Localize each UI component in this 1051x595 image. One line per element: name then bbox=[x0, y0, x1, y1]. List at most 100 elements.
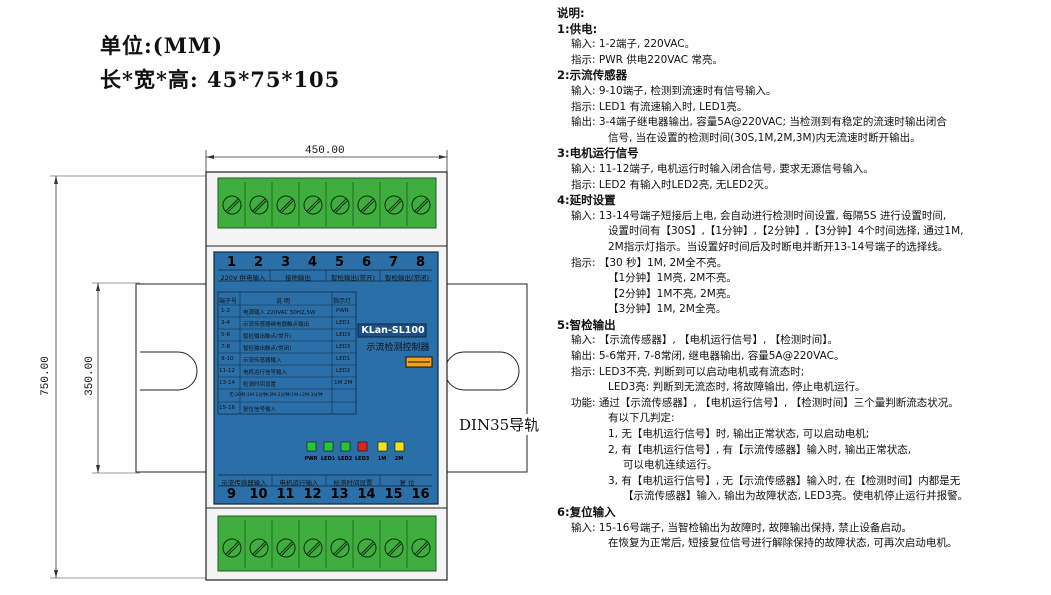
pin-12: 12 bbox=[303, 487, 322, 502]
led-2 bbox=[340, 441, 351, 452]
table-row-2-led: LED1 bbox=[336, 320, 351, 326]
section-4-line: 指示: 【30 秒】1M, 2M全不亮。 bbox=[571, 256, 728, 269]
section-2-line: 输入: 9-10端子, 检测到流速时有信号输入。 bbox=[571, 84, 777, 97]
led-label-1: LED1 bbox=[321, 456, 336, 462]
led-2m bbox=[394, 441, 405, 452]
led-label-2m: 2M bbox=[394, 456, 404, 462]
table-row-7-led: 1M 2M bbox=[334, 380, 353, 386]
section-5-line: LED3亮: 判断到无流态时, 将故障输出, 停止电机运行。 bbox=[608, 381, 866, 394]
led-label-2: LED2 bbox=[338, 456, 353, 462]
section-4-line: 【1分钟】1M亮, 2M不亮。 bbox=[608, 272, 737, 285]
section-5-line: 有以下几判定: bbox=[608, 412, 675, 425]
led-label-pwr: PWR bbox=[304, 456, 318, 462]
section-5-line: 1, 无【电机运行信号】时, 输出正常状态, 可以启动电机; bbox=[608, 428, 870, 441]
pin-6: 6 bbox=[361, 255, 372, 270]
section-4-line: 【3分钟】1M, 2M全亮。 bbox=[608, 303, 727, 316]
device-drawing bbox=[135, 171, 528, 581]
section-5-line: 输入: 【示流传感器】, 【电机运行信号】, 【检测时间】。 bbox=[571, 334, 838, 347]
description-title: 说明: bbox=[557, 6, 585, 20]
table-row-5-pin: 9-10 bbox=[221, 356, 234, 362]
section-3-line: 指示: LED2 有输入时LED2亮, 无LED2灭。 bbox=[571, 178, 775, 191]
section-4-line: 【2分钟】1M不亮, 2M亮。 bbox=[608, 287, 737, 300]
top-group-nc-output: 智检输出(常闭) bbox=[384, 274, 430, 282]
width-dimension: 450.00 bbox=[305, 145, 345, 157]
front-panel bbox=[213, 251, 439, 505]
section-4-line: 设置时间有【30S】,【1分钟】,【2分钟】,【3分钟】4个时间选择, 通过1M… bbox=[608, 225, 964, 238]
section-4-line: 输入: 13-14号端子短接后上电, 会自动进行检测时间设置, 每隔5S 进行设… bbox=[571, 209, 947, 222]
table-row-1-desc: 电源输入 220VAC 50HZ,5W bbox=[243, 310, 316, 316]
section-6-line: 输入: 15-16号端子, 当智检输出为故障时, 故障输出保持, 禁止设备启动。 bbox=[571, 521, 912, 534]
section-6-line: 在恢复为正常后, 短接复位信号进行解除保持的故障状态, 可再次启动电机。 bbox=[608, 537, 958, 550]
section-2-line: 指示: LED1 有流速输入时, LED1亮。 bbox=[571, 100, 748, 113]
pin-4: 4 bbox=[307, 255, 318, 270]
top-terminal-screws bbox=[222, 195, 431, 215]
table-row-1-led: PWR bbox=[336, 308, 349, 314]
pin-10: 10 bbox=[249, 487, 268, 502]
table-row-3-pin: 5-6 bbox=[221, 332, 230, 338]
section-5-line: 2, 有【电机运行信号】, 有【示流传感器】输入时, 输出正常状态, bbox=[608, 443, 912, 456]
section-3-heading: 3:电机运行信号 bbox=[557, 146, 639, 161]
led-3 bbox=[357, 441, 368, 452]
led-pwr bbox=[306, 441, 317, 452]
top-group-power: 220V 供电输入 bbox=[220, 274, 266, 282]
product-name: 示流检测控制器 bbox=[366, 343, 430, 353]
table-row-7-desc: 检测时间设置 bbox=[243, 382, 277, 388]
table-row-9-pin: 15-16 bbox=[219, 405, 235, 411]
pin-1: 1 bbox=[226, 255, 237, 270]
pin-11: 11 bbox=[276, 487, 295, 502]
table-row-6-led: LED2 bbox=[336, 368, 351, 374]
table-row-4-pin: 7-8 bbox=[221, 344, 230, 350]
top-group-ground: 接地输出 bbox=[285, 274, 311, 282]
table-header-pin: 端子号 bbox=[219, 298, 238, 305]
led-label-3: LED3 bbox=[355, 456, 370, 462]
unit-label: 单位:(MM) bbox=[100, 33, 224, 58]
section-1-line: 输入: 1-2端子, 220VAC。 bbox=[571, 38, 696, 51]
section-4-line: 2M指示灯指示。当设置好时间后及时断电并断开13-14号端子的选择线。 bbox=[608, 240, 949, 253]
table-row-4-led: LED3 bbox=[336, 344, 351, 350]
table-row-6-desc: 电机运行信号输入 bbox=[243, 370, 288, 376]
table-row-2-desc: 示流传感器继电器触点输出 bbox=[243, 322, 310, 328]
table-row-9-desc: 复位信号输入 bbox=[243, 407, 277, 413]
size-label: 长*宽*高: 45*75*105 bbox=[100, 67, 341, 92]
table-row-3-led: LED3 bbox=[336, 332, 351, 338]
pin-15: 15 bbox=[384, 487, 403, 502]
description-panel: 说明: 1:供电: 输入: 1-2端子, 220VAC。 指示: PWR 供电2… bbox=[557, 6, 1047, 552]
table-row-4-desc: 智检输出触点(常闭) bbox=[243, 346, 292, 352]
bottom-group-flow: 示流传感器输入 bbox=[221, 479, 267, 487]
section-1-line: 指示: PWR 供电220VAC 常亮。 bbox=[571, 53, 723, 66]
pin-5: 5 bbox=[334, 255, 345, 270]
section-3-line: 输入: 11-12端子, 电机运行时输入闭合信号, 要求无源信号输入。 bbox=[571, 162, 874, 175]
table-header-led: 指示灯 bbox=[333, 298, 352, 305]
section-5-line: 【示流传感器】输入, 输出为故障状态, LED3亮。使电机停止运行并报警。 bbox=[623, 490, 969, 503]
table-row-1-pin: 1-2 bbox=[221, 308, 230, 314]
pin-7: 7 bbox=[388, 255, 399, 270]
pin-16: 16 bbox=[411, 487, 430, 502]
bottom-group-reset: 复 位 bbox=[399, 479, 415, 487]
table-row-5-desc: 示流传感器输入 bbox=[243, 358, 282, 364]
bottom-group-time: 检测时间设置 bbox=[333, 479, 373, 487]
table-row-6-pin: 11-12 bbox=[219, 368, 235, 374]
section-5-line: 指示: LED3不亮, 判断到可以启动电机或有流态时; bbox=[571, 365, 805, 378]
din-rail-label: DIN35导轨 bbox=[457, 414, 542, 435]
table-row-2-pin: 3-4 bbox=[221, 320, 230, 326]
section-2-line: 信号, 当在设置的检测时间(30S,1M,2M,3M)内无流速时断开输出。 bbox=[608, 131, 921, 144]
table-row-3-desc: 智检输出触点(常开) bbox=[243, 334, 292, 340]
section-1-heading: 1:供电: bbox=[557, 21, 598, 36]
pin-2: 2 bbox=[253, 255, 264, 270]
pin-8: 8 bbox=[415, 255, 426, 270]
section-5-line: 功能: 通过【示流传感器】, 【电机运行信号】, 【检测时间】三个量判断流态状况… bbox=[571, 396, 959, 409]
bottom-group-motor: 电机运行输入 bbox=[279, 479, 319, 487]
pin-13: 13 bbox=[330, 487, 349, 502]
table-row-8-desc: 无:30秒;1M:1分钟;2M:2分钟;1M+2M:3分钟 bbox=[229, 393, 323, 398]
section-2-heading: 2:示流传感器 bbox=[557, 68, 628, 83]
table-row-5-led: LED1 bbox=[336, 356, 351, 362]
section-5-line: 3, 有【电机运行信号】, 无【示流传感器】输入时, 在【检测时间】内都是无 bbox=[608, 474, 961, 487]
led-1m bbox=[377, 441, 388, 452]
top-group-no-output: 智检输出(常开) bbox=[330, 274, 376, 282]
pin-3: 3 bbox=[280, 255, 291, 270]
section-5-line: 可以电机连续运行。 bbox=[623, 459, 718, 472]
dimension-lines bbox=[50, 150, 448, 579]
model-label: KLan-SL100 bbox=[361, 325, 425, 336]
section-5-line: 输出: 5-6常开, 7-8常闭, 继电器输出, 容量5A@220VAC。 bbox=[571, 350, 845, 363]
table-header-desc: 说 明 bbox=[276, 298, 290, 305]
